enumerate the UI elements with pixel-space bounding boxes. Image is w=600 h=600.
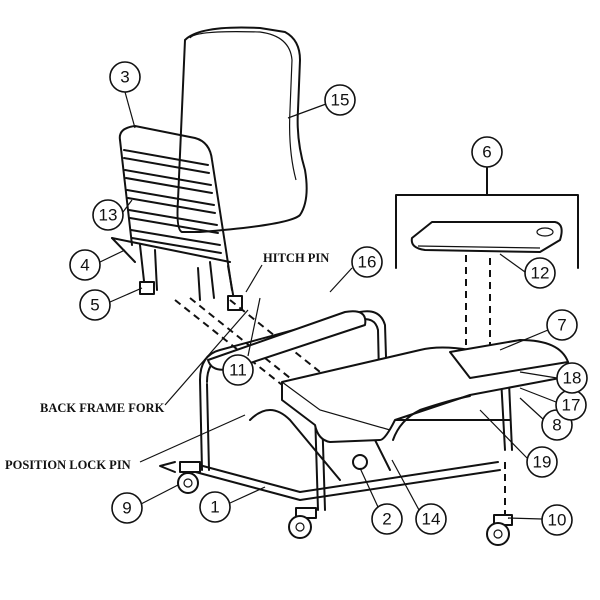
svg-text:1: 1 (210, 498, 219, 517)
callout-12: 12 (524, 257, 556, 289)
callout-16: 16 (351, 246, 383, 278)
callout-15: 15 (324, 84, 356, 116)
svg-text:3: 3 (120, 68, 129, 87)
svg-text:16: 16 (358, 253, 377, 272)
callout-14: 14 (415, 503, 447, 535)
svg-text:10: 10 (548, 511, 567, 530)
svg-text:6: 6 (482, 143, 491, 162)
svg-text:2: 2 (382, 510, 391, 529)
svg-text:9: 9 (122, 499, 131, 518)
svg-text:5: 5 (90, 296, 99, 315)
callout-3: 3 (109, 61, 141, 93)
callout-2: 2 (371, 503, 403, 535)
callout-5: 5 (79, 289, 111, 321)
label-position-lock-pin: POSITION LOCK PIN (5, 458, 131, 472)
svg-text:8: 8 (552, 416, 561, 435)
svg-text:13: 13 (99, 206, 118, 225)
svg-text:17: 17 (562, 396, 581, 415)
svg-text:19: 19 (533, 453, 552, 472)
callout-13: 13 (92, 199, 124, 231)
callout-19: 19 (526, 446, 558, 478)
callout-17: 17 (555, 389, 587, 421)
svg-text:4: 4 (80, 256, 89, 275)
callout-6: 6 (471, 136, 503, 168)
callout-4: 4 (69, 249, 101, 281)
callout-11: 11 (222, 354, 254, 386)
back-cushion (176, 26, 308, 233)
label-hitch-pin: HITCH PIN (263, 251, 329, 265)
label-back-frame-fork: BACK FRAME FORK (40, 401, 165, 415)
callout-7: 7 (546, 309, 578, 341)
svg-text:11: 11 (229, 361, 247, 380)
callout-9: 9 (111, 492, 143, 524)
back-frame (111, 125, 243, 311)
casters (159, 454, 513, 546)
svg-text:18: 18 (563, 369, 582, 388)
svg-text:12: 12 (531, 264, 550, 283)
svg-text:7: 7 (557, 316, 566, 335)
callout-18: 18 (556, 362, 588, 394)
svg-text:15: 15 (331, 91, 350, 110)
leader-lines (99, 91, 558, 520)
tray (410, 221, 563, 253)
callout-10: 10 (541, 504, 573, 536)
callout-1: 1 (199, 491, 231, 523)
svg-text:14: 14 (422, 510, 441, 529)
footrest (449, 339, 569, 379)
